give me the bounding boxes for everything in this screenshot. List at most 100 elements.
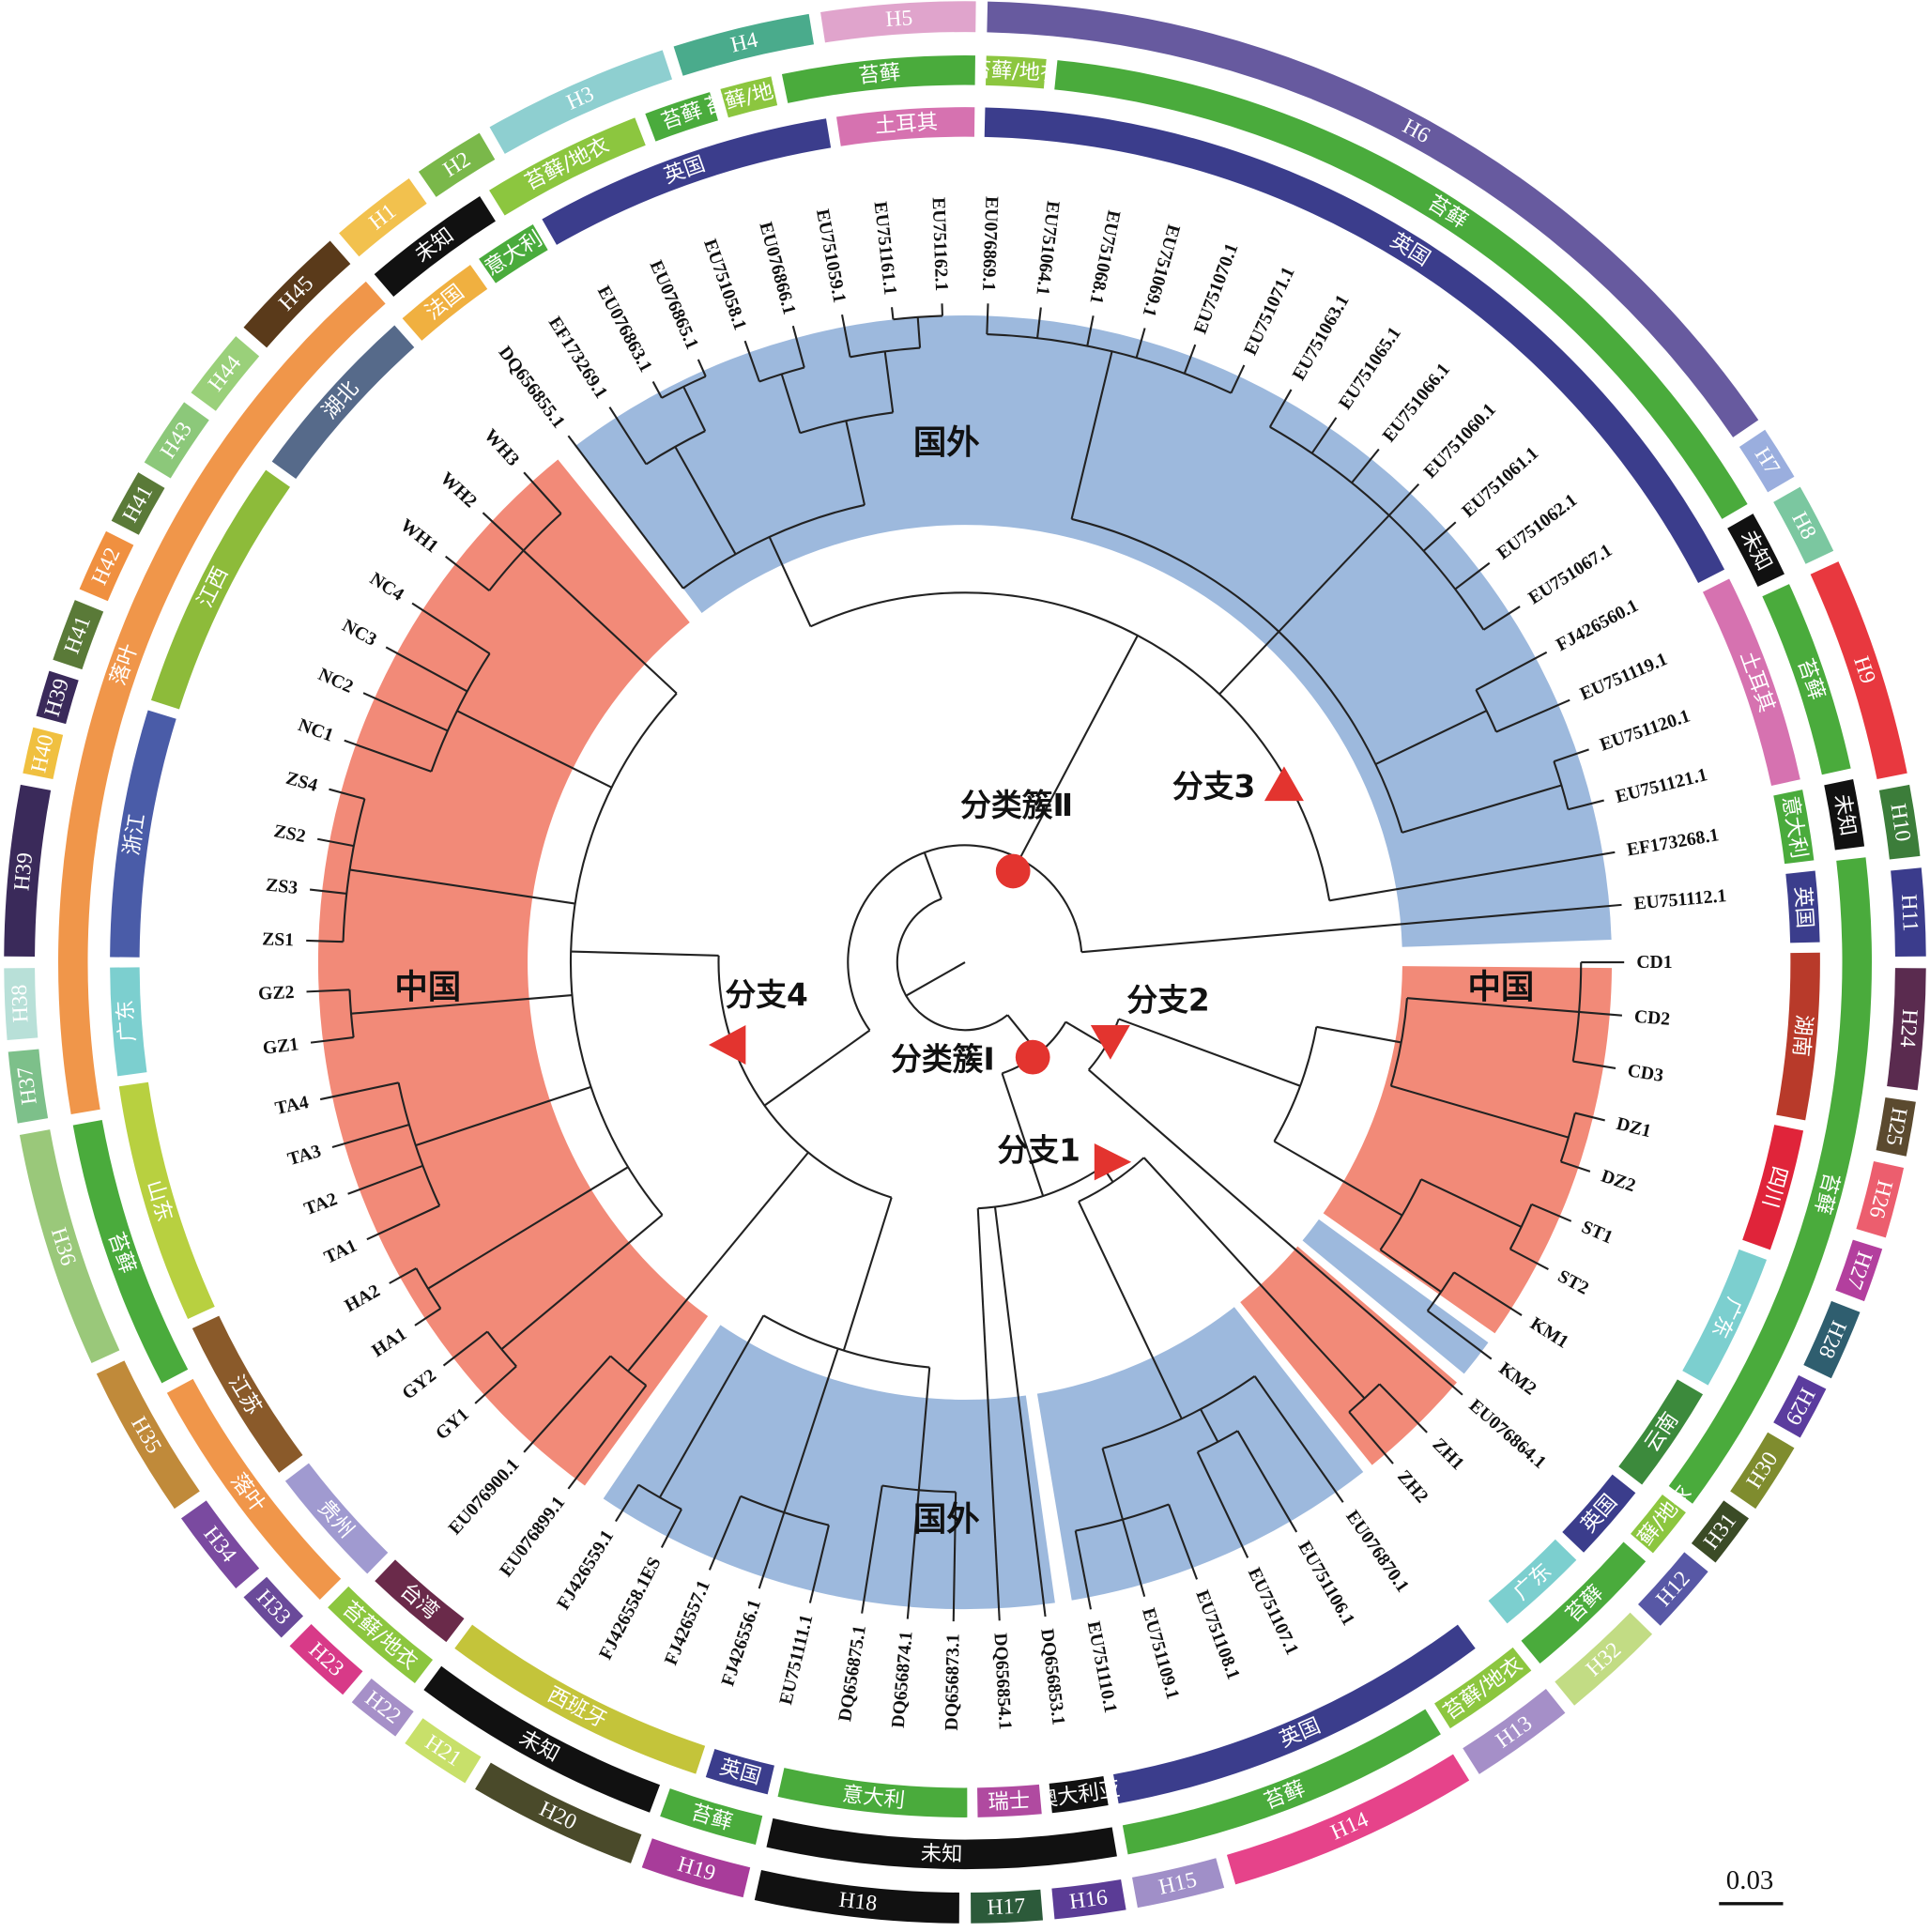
leaf-label: GY1 [432, 1404, 473, 1445]
branch-line [1078, 1201, 1183, 1419]
leaf-label: EU751112.1 [1633, 885, 1727, 914]
country-segment-label: 英国 [661, 152, 709, 189]
branch-line [329, 788, 365, 801]
branch-arc [893, 314, 942, 321]
country-segment [150, 469, 290, 710]
leaf-label: EU751066.1 [1379, 360, 1455, 447]
habitat-segment [986, 55, 1047, 89]
branch-line [658, 1314, 765, 1498]
branch-line [1560, 1160, 1591, 1173]
branch-line [1065, 1020, 1107, 1047]
clade2-node-circle-icon [995, 853, 1031, 889]
country-segment [402, 265, 488, 341]
branch-line [411, 602, 491, 655]
branch-line [1088, 1068, 1463, 1396]
branch-line [952, 1492, 957, 1622]
haplotype-segment [1555, 1612, 1653, 1706]
country-segment [479, 224, 548, 284]
branch1-label: 分支1 [998, 1132, 1080, 1168]
branch-line [523, 471, 562, 514]
haplotype-segment [1463, 1688, 1566, 1774]
branch-line [414, 1307, 441, 1326]
habitat-segment [645, 92, 718, 142]
country-segment [542, 118, 832, 245]
habitat-segment [374, 195, 496, 298]
haplotype-segment-label: H24 [1894, 1008, 1922, 1049]
leaf-label: DQ656853.1 [1036, 1628, 1068, 1726]
branch-line [1253, 1375, 1344, 1503]
branch-line [1531, 1203, 1572, 1222]
china-sector-right [1323, 966, 1613, 1334]
haplotype-segment [23, 727, 64, 780]
foreign-sector-bottom [603, 1325, 1055, 1610]
country-segment [836, 107, 975, 146]
haplotype-segment-label: H37 [13, 1066, 42, 1107]
leaf-label: NC4 [366, 568, 407, 605]
habitat-segment-label: 苔藓 [1810, 1170, 1845, 1217]
branch-line [1495, 698, 1570, 733]
habitat-segment-label: 落叶 [106, 640, 143, 688]
leaf-label: EU751161.1 [870, 201, 901, 297]
branch-line [1036, 307, 1042, 339]
branch-line [474, 1365, 517, 1404]
country-segment [375, 1559, 465, 1643]
haplotype-segment [36, 670, 79, 725]
branch-line [840, 314, 851, 358]
country-segment [1488, 1539, 1577, 1624]
leaf-label: DQ656874.1 [888, 1631, 917, 1729]
leaf-label: EU751059.1 [812, 207, 850, 304]
haplotype-segment [4, 784, 52, 958]
branch-line [1329, 851, 1616, 902]
haplotype-segment [96, 1360, 200, 1510]
branch-line [651, 381, 663, 399]
leaf-label: NC1 [296, 714, 336, 746]
country-segment-label: 土耳其 [874, 110, 939, 139]
leaf-label: EU751062.1 [1493, 490, 1582, 564]
leaf-label: TA2 [301, 1188, 340, 1219]
leaf-label: EU076899.1 [496, 1493, 569, 1581]
habitat-segment [1521, 1541, 1647, 1664]
branch-line [1379, 1249, 1442, 1293]
haplotype-segment [79, 530, 134, 602]
branch-line [1218, 631, 1280, 696]
branch-line [1568, 799, 1604, 811]
leaf-label: EU751068.1 [1085, 208, 1124, 305]
branch-arc [1559, 1112, 1576, 1162]
country-segment [777, 1768, 968, 1817]
country-segment-label: 湖南 [1788, 1014, 1816, 1058]
branch-line [306, 989, 350, 993]
china-sector-zh [1240, 1246, 1457, 1465]
leaf-label: EU076863.1 [593, 283, 656, 376]
branch-line [1236, 1430, 1298, 1533]
habitat-segment [766, 1817, 1117, 1870]
branch-line [627, 1151, 809, 1372]
leaf-label: GZ2 [258, 982, 295, 1004]
leaf-label: ZH1 [1429, 1434, 1469, 1475]
leaf-label: HA2 [342, 1280, 384, 1316]
branch-line [1196, 1451, 1249, 1558]
habitat-segment [58, 281, 386, 1114]
branch-line [758, 1511, 786, 1589]
leaf-label: EU751067.1 [1524, 540, 1616, 608]
leaf-label: HA1 [368, 1324, 410, 1361]
leaf-label: FJ426556.1 [717, 1597, 765, 1689]
haplotype-segment-label: H38 [8, 984, 34, 1023]
haplotype-segment-label: H5 [884, 6, 913, 32]
branch-line [608, 406, 648, 466]
country-segment [1049, 1775, 1109, 1814]
country-segment [1702, 578, 1800, 786]
sector-label-china-left: 中国 [394, 968, 461, 1006]
haplotype-segment-label: H19 [675, 1852, 718, 1886]
branch-line [660, 1509, 682, 1548]
haplotype-ring: H6H7H8H9H10H11H24H25H26H27H28H29H30H31H1… [4, 1, 1926, 1924]
branch-line [1378, 1383, 1428, 1434]
habitat-segment-label: 未知 [920, 1841, 962, 1866]
branch-line [567, 1385, 648, 1490]
leaf-label: ST2 [1555, 1265, 1592, 1298]
habitat-segment [720, 76, 778, 118]
leaf-label: EU751106.1 [1294, 1538, 1358, 1630]
country-segment-label: 四川 [1757, 1163, 1792, 1210]
country-segment [110, 967, 147, 1077]
